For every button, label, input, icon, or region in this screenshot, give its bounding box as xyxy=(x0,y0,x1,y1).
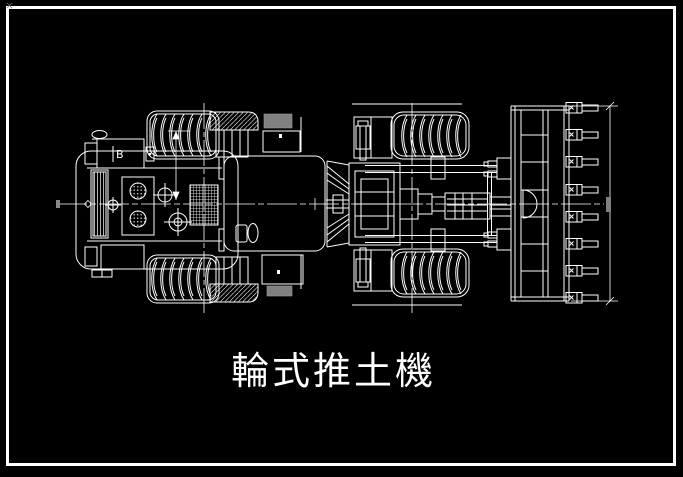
rear-wheel-bottom xyxy=(146,254,259,304)
engine-vent-panel xyxy=(121,176,155,236)
lift-cylinder-top xyxy=(353,116,393,161)
front-axle xyxy=(326,103,462,306)
exhaust-cap xyxy=(91,130,108,140)
centerline-end-mark xyxy=(56,200,60,208)
operator-seat xyxy=(235,223,259,243)
front-wheel-top xyxy=(390,111,470,160)
fender-top xyxy=(215,129,249,158)
dimension-text-mark xyxy=(606,197,611,212)
front-wheel-bottom xyxy=(390,248,470,298)
rear-box-b xyxy=(84,138,155,169)
centerline-diamond-mark xyxy=(83,199,93,209)
push-arm-bottom xyxy=(365,172,512,252)
drawing-frame xyxy=(6,2,676,466)
push-arm-top xyxy=(365,156,512,180)
articulation-joint xyxy=(326,160,350,248)
deck-step-top xyxy=(262,113,302,153)
blade-teeth xyxy=(565,102,599,304)
cab xyxy=(218,155,326,252)
deck-step-bottom xyxy=(261,254,304,297)
blade xyxy=(510,102,599,304)
lift-cylinder-bottom xyxy=(353,247,393,292)
rear-box-bottom xyxy=(84,244,145,278)
drawing-title: 輪式推土機 xyxy=(231,349,437,393)
rear-wheel-top xyxy=(146,110,259,160)
fender-bottom xyxy=(215,256,249,285)
rear-body xyxy=(75,130,239,278)
engine-hatch-grid xyxy=(189,184,219,226)
rear-box-label: B xyxy=(116,148,124,161)
inspection-circles xyxy=(105,183,192,236)
radiator-grille xyxy=(90,169,109,239)
dimension-annotation xyxy=(571,101,618,306)
corner-mark xyxy=(6,2,13,9)
